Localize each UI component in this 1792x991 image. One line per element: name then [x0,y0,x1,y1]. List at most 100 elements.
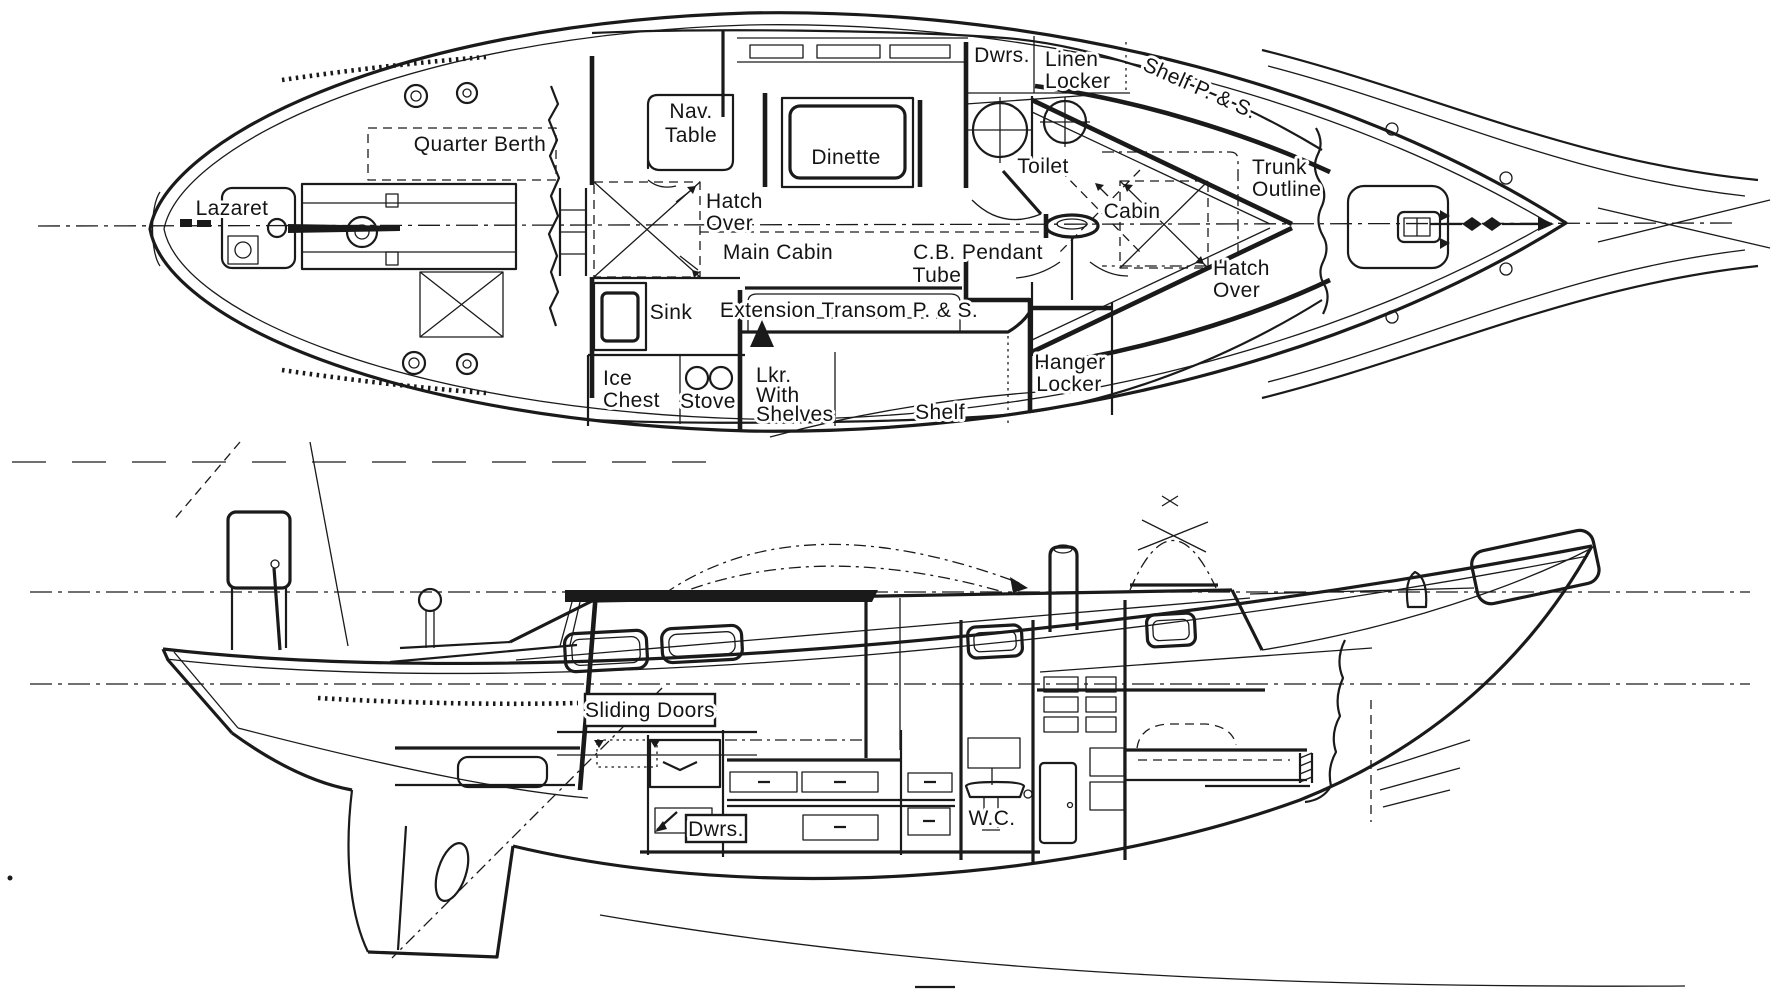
label-cb-pendant-1: C.B. Pendant [913,241,1043,264]
stern-cleat [197,220,211,227]
companionway-ladder [558,188,588,276]
label-wc: W.C. [968,807,1015,830]
cockpit-profile [317,643,580,789]
window-slot-3 [889,44,951,59]
forepeak [1313,127,1554,315]
stove-burner-2 [708,365,734,391]
interior-profile [557,591,1471,862]
fwd-hatch-over [1119,180,1209,269]
label-nav-table-2: Table [665,124,717,147]
window-slot-1 [749,44,804,59]
label-linen-2: Locker [1045,70,1110,93]
sliding-doors-box [583,692,717,728]
backstay [309,441,349,647]
label-dwrs-profile: Dwrs. [688,818,744,841]
fore-hatch-open [1129,539,1217,591]
superstructure [399,495,1601,674]
cabin-window-1 [562,628,650,674]
stern-fitting-box [227,235,259,265]
label-ice-chest-2: Chest [603,389,660,412]
stern-deck-gear [171,441,443,651]
shelf-ps-port [1034,83,1331,175]
dinette-table [788,104,907,180]
label-shelf-ps: Shelf P. & S. [1140,53,1260,123]
drawer [801,771,879,793]
pedestal-inner [354,224,370,240]
foredeck-line [1261,547,1593,651]
label-lazaret: Lazaret [196,197,269,220]
head-door [1001,169,1043,216]
cabin-window-3 [966,623,1024,660]
cabin-window-4 [1145,611,1197,649]
label-hanger-1: Hanger [1034,351,1105,374]
dinette-seat [780,96,915,189]
rudder-post [266,217,288,239]
label-lkr-3: Shelves [756,403,834,426]
locker-front [1089,747,1125,777]
cabin-front [1230,589,1264,651]
label-toilet: Toilet [1017,155,1068,178]
sink-basin [600,291,640,343]
pulpit-foot [1385,122,1399,136]
label-sliding-doors: Sliding Doors [585,699,715,722]
dwrs-box [684,813,748,844]
label-stove: Stove [680,390,736,413]
drawer [802,814,879,841]
label-shelf: Shelf [915,401,965,424]
mast [1048,545,1079,632]
boom [565,590,878,602]
shelf-edge [769,391,1039,438]
stray-sheet-line [599,914,1686,987]
pulpit-foot [1499,262,1513,276]
chain-locker-bulkhead [1304,639,1346,804]
propeller-aperture [434,842,470,902]
main-hatch-over [593,181,701,278]
hull-profile [161,544,1686,987]
traveler-end-starboard [385,251,399,266]
label-hatch-over-main-1: Hatch [706,190,763,213]
cowl-vent [1405,570,1428,609]
label-dinette: Dinette [811,146,880,169]
bow-pulpit-profile [1470,528,1601,606]
plan-stern-cap [151,191,161,267]
label-lkr-2: With [756,384,800,407]
dinette-area [700,37,1040,233]
shelf-ps-starboard [1034,277,1331,369]
head-cabinet [967,737,1021,769]
mainsheet [559,601,581,647]
rudder-edge [347,789,369,953]
oven-front [648,738,722,789]
label-hatch-over-fwd-1: Hatch [1213,257,1270,280]
drawer [729,771,798,793]
flagstaff [272,567,282,651]
windlass [1396,210,1442,244]
hanging-locker-door [1038,761,1078,845]
galley [586,276,745,430]
hanger-locker-walls [966,297,1112,412]
label-dwrs-plan: Dwrs. [974,44,1030,67]
label-sink: Sink [650,301,693,324]
label-main-cabin: Main Cabin [723,241,833,264]
label-linen-1: Linen [1045,48,1098,71]
scan-dot [7,875,13,881]
head-compartment [963,36,1130,302]
sheer-line [162,544,1593,666]
lifeline [1249,587,1475,595]
dodger-outline [663,543,1023,595]
quarter-berth-profile [456,755,549,789]
break-line [547,85,561,327]
winch-stbd-fwd [455,352,479,376]
main-bulkhead-profile [577,591,599,791]
cockpit [300,81,557,376]
vberth-cushion [1136,723,1237,749]
bow-pulpit-plan [1261,48,1771,400]
label-cb-pendant-2: Tube [913,264,962,287]
pulpit-foot [1499,171,1513,185]
cockpit-locker [419,271,504,338]
window-slot-2 [816,44,881,59]
trunk-outline-line [1102,151,1239,267]
label-nav-table-1: Nav. [669,100,712,123]
keel [367,845,515,959]
